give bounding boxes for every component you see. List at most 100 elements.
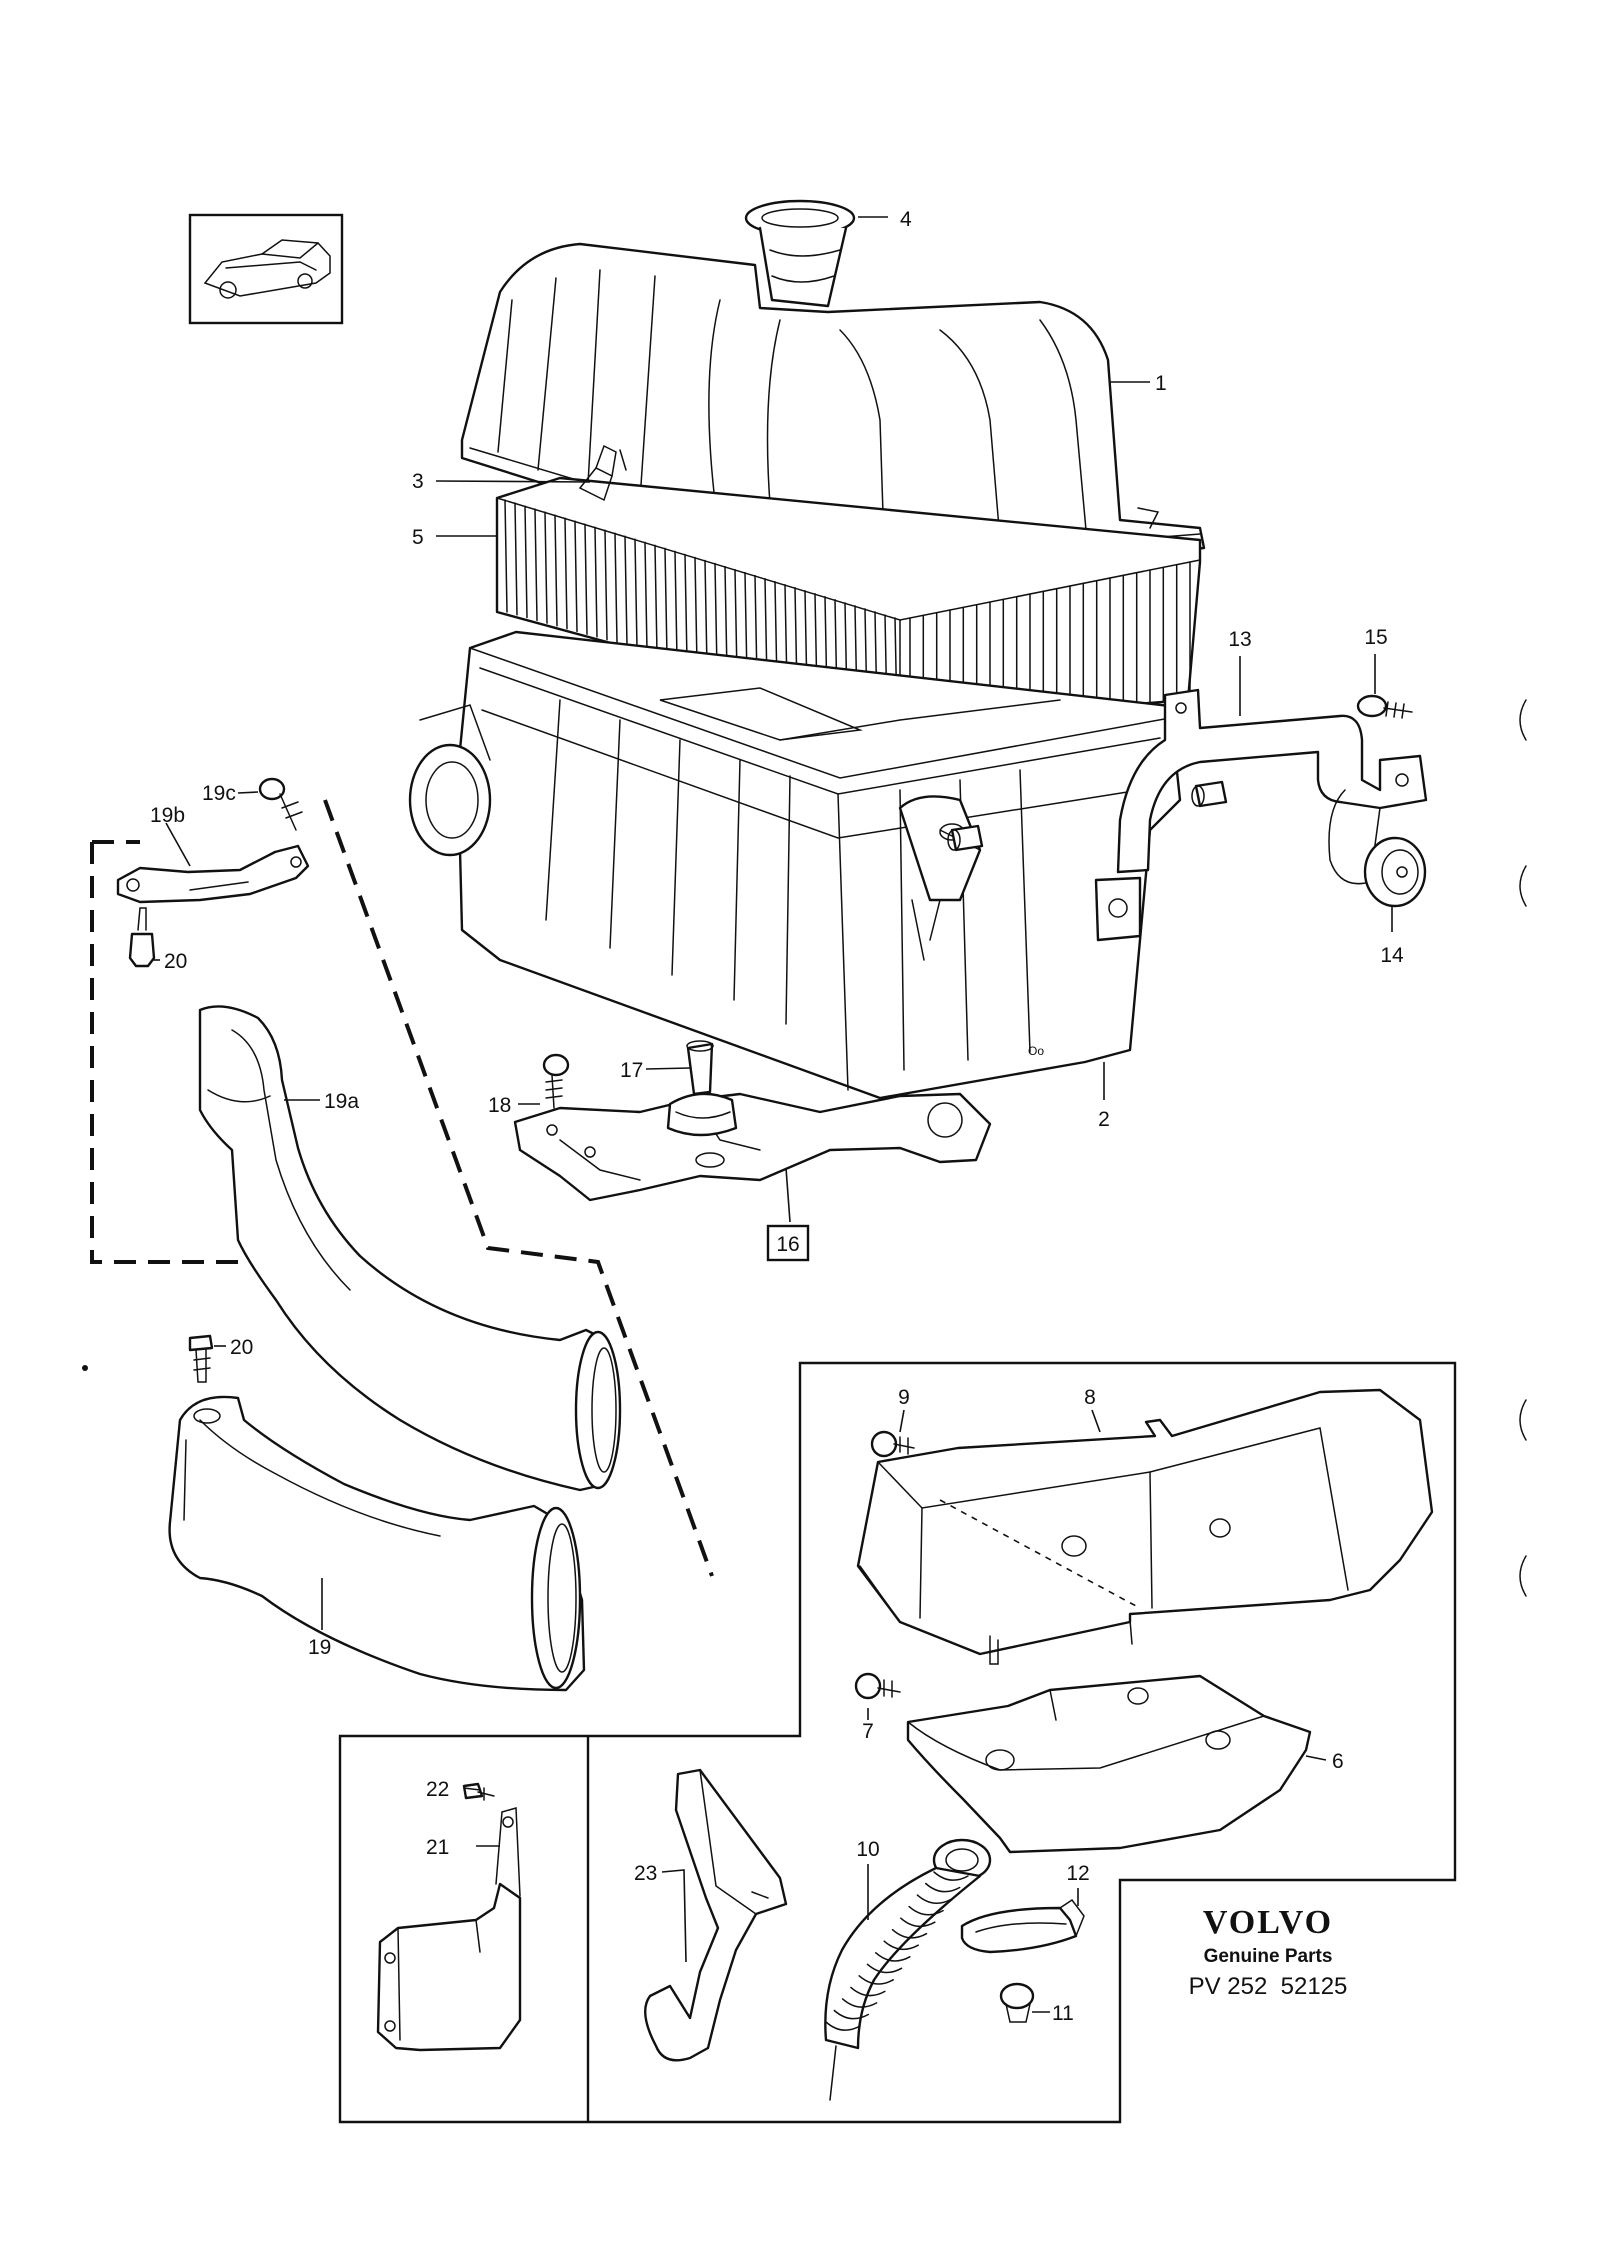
screw-part-9 (870, 1430, 915, 1458)
detail-line (634, 538, 638, 649)
callout-7: 7 (862, 1720, 874, 1743)
detail-line (564, 517, 568, 630)
callout-19: 19 (308, 1636, 331, 1659)
detail-line (674, 550, 678, 660)
detail-line (900, 1917, 936, 1928)
detail-line (584, 523, 588, 635)
branding-block: VOLVO Genuine Parts PV 252 52125 (1189, 1904, 1348, 2000)
detail-line (875, 1952, 911, 1962)
detail-line (524, 505, 528, 619)
detail-line (534, 508, 538, 622)
detail-line (684, 553, 688, 663)
callout-17: 17 (620, 1059, 643, 1082)
mounting-pins (947, 780, 1228, 852)
heat-shield-part-8 (856, 1388, 1434, 1665)
callout-9: 9 (898, 1386, 910, 1409)
detail-line (933, 1871, 969, 1881)
callout-11: 11 (1052, 2002, 1074, 2025)
corrugated-hose-part-10 (824, 1838, 992, 2101)
detail-line (883, 1940, 919, 1951)
support-bracket-part-13 (1116, 688, 1428, 885)
callout-1: 1 (1155, 372, 1167, 395)
callout-18: 18 (488, 1094, 511, 1117)
bracket-assembly-part-16 (513, 1092, 992, 1202)
screw-part-20-upper (128, 907, 156, 968)
detail-line (858, 1975, 894, 1985)
leader-lines (152, 216, 1393, 2013)
screw-part-18 (542, 1053, 570, 1109)
bracket-part-21 (376, 1807, 522, 2052)
screw-part-15 (1356, 694, 1413, 719)
detail-line (644, 541, 648, 652)
isolator-part-17 (666, 1040, 738, 1137)
volvo-logo: VOLVO (1203, 1904, 1333, 1941)
detail-line (504, 499, 508, 613)
callout-8: 8 (1084, 1386, 1096, 1409)
detail-line (891, 1928, 928, 1939)
callout-23: 23 (634, 1862, 657, 1885)
callout-4: 4 (900, 208, 912, 231)
detail-line (554, 514, 558, 627)
detail-line (514, 502, 518, 616)
air-tray-part-6 (906, 1674, 1312, 1854)
bracket-part-23 (644, 1768, 788, 2062)
detail-line (825, 2021, 861, 2031)
callout-19b: 19b (150, 804, 185, 827)
hose-corrugations (825, 1871, 969, 2031)
plug-part-11 (999, 1982, 1035, 2023)
callout-19c: 19c (202, 782, 236, 805)
detail-line (544, 511, 548, 624)
detail-line (574, 520, 578, 633)
hose-clamp-part-12 (960, 1898, 1085, 1954)
callout-2: 2 (1098, 1108, 1110, 1131)
lower-housing-part-2: Oo (408, 630, 1182, 1100)
callout-12: 12 (1066, 1862, 1089, 1885)
callout-13: 13 (1228, 628, 1251, 651)
detail-line (916, 1894, 953, 1904)
detail-line (614, 532, 618, 644)
detail-line (841, 1998, 878, 2008)
callout-19a: 19a (324, 1090, 359, 1113)
callout-22: 22 (426, 1778, 449, 1801)
callout-20: 20 (164, 950, 187, 973)
intake-duct-part-19a (198, 1005, 622, 1492)
grommet-part-14 (1363, 836, 1427, 908)
genuine-parts-tagline: Genuine Parts (1204, 1946, 1333, 1967)
detail-frame (338, 1361, 1457, 2124)
screw-part-19c (258, 777, 303, 831)
part-code: PV 252 52125 (1189, 1973, 1348, 2000)
vehicle-thumbnail (188, 213, 344, 325)
assembly-dashed-lines (90, 799, 714, 1577)
screw-part-22 (462, 1782, 495, 1801)
detail-line (866, 1963, 903, 1974)
detail-line (624, 535, 628, 646)
callout-16: 16 (776, 1233, 799, 1256)
callout-14: 14 (1380, 944, 1404, 967)
bracket-part-19b (116, 844, 310, 904)
detail-line (594, 526, 598, 638)
intake-neck-part-4 (744, 199, 856, 308)
callout-6: 6 (1332, 1750, 1344, 1773)
detail-line (704, 559, 708, 669)
detail-line (908, 1905, 944, 1916)
screw-part-7 (854, 1672, 901, 1700)
detail-line (654, 544, 658, 655)
detail-line (604, 529, 608, 641)
detail-line (850, 1986, 886, 1997)
scan-edge-marks (82, 699, 1527, 1597)
intake-duct-part-19 (168, 1395, 586, 1692)
callout-5: 5 (412, 526, 424, 549)
callout-16-box (766, 1224, 810, 1262)
screw-part-20-lower (188, 1334, 214, 1383)
detail-line (664, 547, 668, 658)
callout-20-lower: 20 (230, 1336, 253, 1359)
detail-line (924, 1882, 961, 1893)
callout-labels: 4 1 3 5 13 15 14 19c 19b 20 19a 17 18 2 … (150, 208, 1404, 2025)
detail-line (833, 2009, 870, 2020)
callout-15: 15 (1364, 626, 1387, 649)
callout-21: 21 (426, 1836, 449, 1859)
svg-text:Oo: Oo (1028, 1044, 1044, 1058)
detail-line (694, 556, 698, 666)
